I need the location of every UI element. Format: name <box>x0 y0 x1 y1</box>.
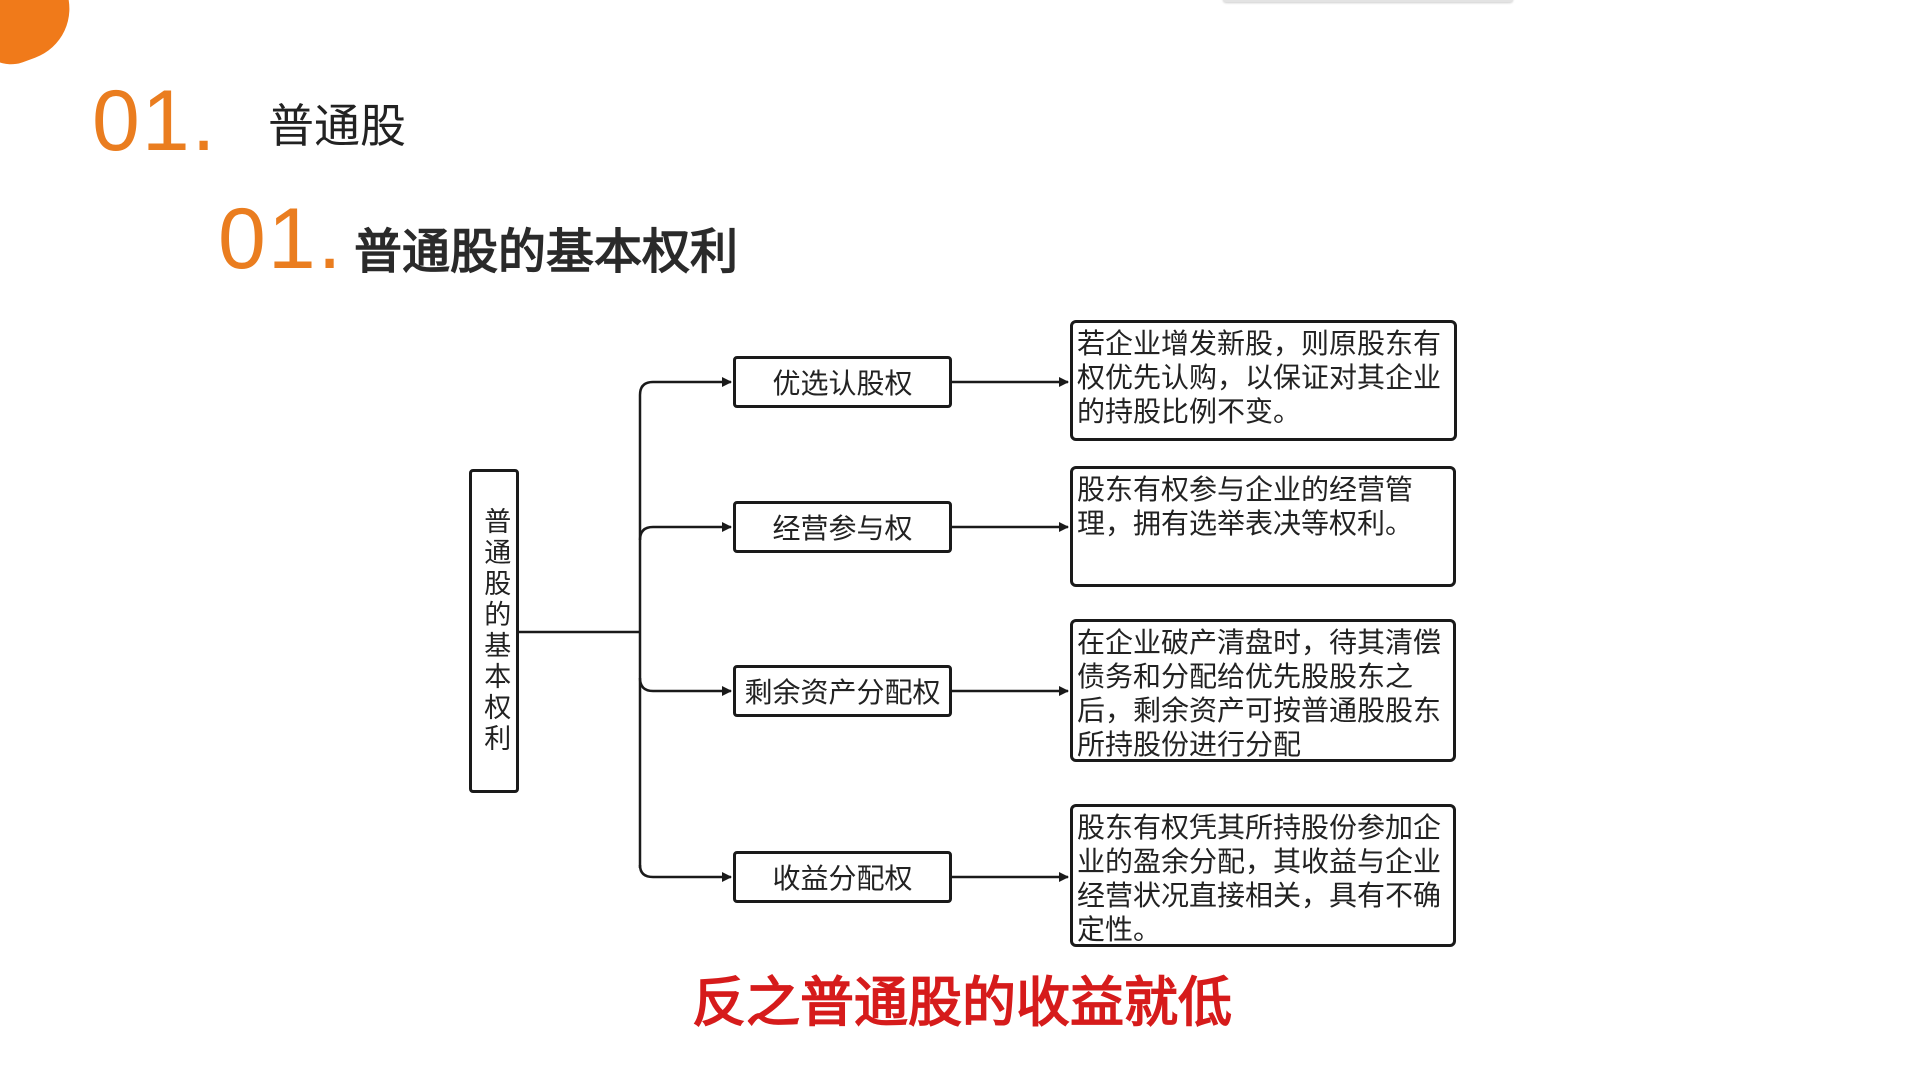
node-label: 优选认股权 <box>772 367 913 400</box>
connector-to-node-1 <box>638 377 732 396</box>
connector-to-node-2 <box>638 522 732 541</box>
top-tab-decoration <box>1223 0 1513 2</box>
node-residual-asset-right: 剩余资产分配权 <box>733 665 952 717</box>
node-label: 收益分配权 <box>772 862 913 895</box>
description-income-right: 股东有权凭其所持股份参加企业的盈余分配，其收益与企业经营状况直接相关，具有不确定… <box>1070 804 1456 947</box>
node-income-right: 收益分配权 <box>733 851 952 903</box>
subsection-number: 01. <box>218 191 344 287</box>
emphasis-note: 反之普通股的收益就低 <box>692 971 1232 1034</box>
node-label: 剩余资产分配权 <box>744 676 941 709</box>
node-label: 经营参与权 <box>772 512 913 545</box>
section-title: 普通股 <box>268 99 406 153</box>
connector-to-node-4 <box>638 864 732 882</box>
description-residual-asset-right: 在企业破产清盘时，待其清偿债务和分配给优先股股东之后，剩余资产可按普通股股东所持… <box>1070 619 1456 762</box>
description-preemptive-right: 若企业增发新股，则原股东有权优先认购，以保证对其企业的持股比例不变。 <box>1070 320 1457 441</box>
connector-to-node-3 <box>638 677 732 696</box>
section-number: 01. <box>92 73 218 169</box>
root-node: 普通股的基本权利 <box>469 469 519 793</box>
root-node-label: 普通股的基本权利 <box>479 507 511 755</box>
node-preemptive-right: 优选认股权 <box>733 356 952 408</box>
description-management-right: 股东有权参与企业的经营管理，拥有选举表决等权利。 <box>1070 466 1456 587</box>
subsection-title: 普通股的基本权利 <box>354 224 739 280</box>
node-management-right: 经营参与权 <box>733 501 952 553</box>
